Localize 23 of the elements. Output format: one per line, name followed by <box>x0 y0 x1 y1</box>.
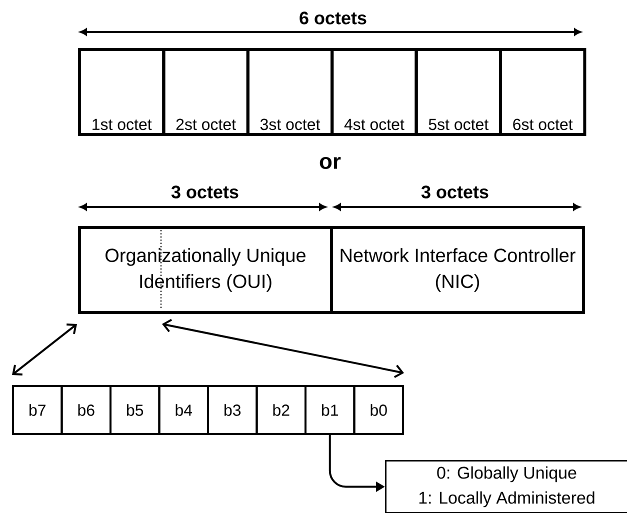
bit-cell: b2 <box>256 385 306 435</box>
octet-cell: 5st octet <box>414 48 502 136</box>
octet-cell: 1st octet <box>78 48 166 136</box>
dimension-label: 3 octets <box>171 186 238 198</box>
bit-cell: b4 <box>158 385 209 435</box>
octet-cell: 2st octet <box>162 48 250 136</box>
arrow <box>12 324 77 376</box>
bit-cell: b0 <box>353 385 404 435</box>
dimension-label: 6 octets <box>300 12 366 24</box>
address-field-box: Organizationally Unique Identifiers (OUI) <box>78 226 333 314</box>
note-box: 0: Globally Unique 1: Locally Administered <box>385 460 627 513</box>
octet-cell: 6st octet <box>499 48 586 136</box>
bit-cell: b1 <box>304 385 356 435</box>
address-field-box: Network Interface Controller (NIC) <box>330 226 585 314</box>
dimension-label: 3 octets <box>421 186 488 198</box>
bit-cell: b6 <box>60 385 112 435</box>
octet-cell: 3st octet <box>246 48 334 136</box>
bit-cell: b5 <box>110 385 160 435</box>
bit-cell: b7 <box>12 385 63 435</box>
bit-cell: b3 <box>207 385 258 435</box>
arrow <box>162 318 404 378</box>
dimension-label: or <box>320 156 341 170</box>
octet-cell: 4st octet <box>330 48 418 136</box>
